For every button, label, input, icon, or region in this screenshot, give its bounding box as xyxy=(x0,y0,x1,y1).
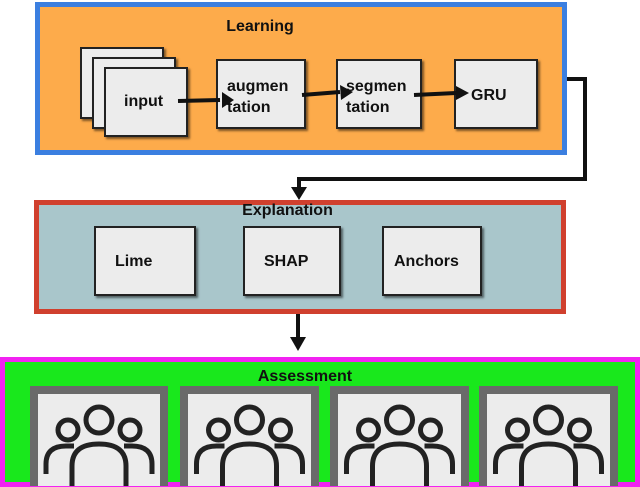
input-label: input xyxy=(124,93,164,110)
people-group-icon xyxy=(344,404,455,486)
participant-group-card xyxy=(180,386,319,486)
augmentation-box: augmen tation xyxy=(216,59,306,129)
segmentation-box: segmen tation xyxy=(336,59,422,129)
anchors-label: Anchors xyxy=(394,253,459,270)
explanation-title: Explanation xyxy=(242,202,333,219)
anchors-box: Anchors xyxy=(382,226,482,296)
segmentation-label: segmen tation xyxy=(346,78,407,116)
augmentation-label: augmen tation xyxy=(227,78,289,116)
participant-group-card xyxy=(30,386,168,486)
participant-group-card xyxy=(330,386,469,486)
arrow-input-to-augmentation xyxy=(177,98,221,103)
gru-box: GRU xyxy=(454,59,538,129)
shap-label: SHAP xyxy=(264,253,309,270)
participant-group-card xyxy=(479,386,618,486)
people-group-icon xyxy=(43,404,155,486)
people-group-icon xyxy=(493,404,604,486)
arrow-segmentation-to-gru xyxy=(413,91,457,97)
lime-label: Lime xyxy=(115,253,153,270)
people-group-icon xyxy=(194,404,305,486)
learning-title: Learning xyxy=(226,18,294,35)
gru-label: GRU xyxy=(471,87,507,104)
shap-box: SHAP xyxy=(243,226,341,296)
lime-box: Lime xyxy=(94,226,196,296)
arrow-learning-to-explanation xyxy=(297,77,587,190)
assessment-title: Assessment xyxy=(257,368,353,385)
arrow-augmentation-to-segmentation xyxy=(301,90,341,97)
